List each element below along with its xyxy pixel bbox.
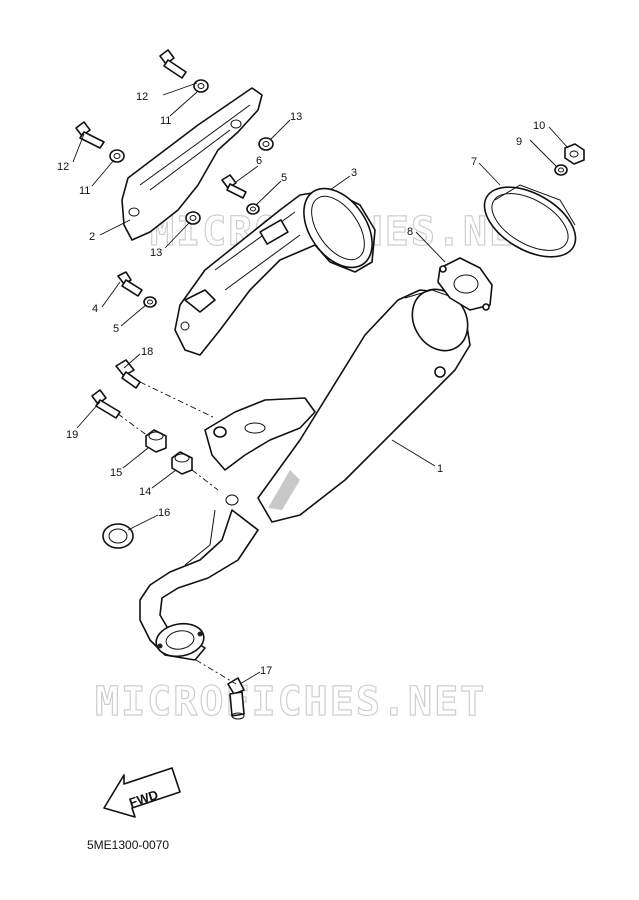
watermark-bottom: MICROFICHES.NET xyxy=(95,679,486,725)
callout-5-upper: 5 xyxy=(281,172,287,184)
washer-13-lower[interactable] xyxy=(185,211,201,225)
callout-3: 3 xyxy=(351,167,357,179)
callout-8: 8 xyxy=(407,226,413,238)
washer-11-lower[interactable] xyxy=(109,149,125,163)
washer-9[interactable] xyxy=(554,164,568,176)
washer-13-upper[interactable] xyxy=(258,137,274,151)
gasket-16[interactable] xyxy=(102,523,134,549)
callout-6: 6 xyxy=(256,155,262,167)
callout-13-lower: 13 xyxy=(150,247,162,259)
callout-5-lower: 5 xyxy=(113,323,119,335)
callout-16: 16 xyxy=(158,507,170,519)
part-7-tail-cap[interactable] xyxy=(473,173,588,271)
callout-17: 17 xyxy=(260,665,272,677)
bolt-6[interactable] xyxy=(221,174,247,199)
callout-4: 4 xyxy=(92,303,98,315)
callout-18: 18 xyxy=(141,346,153,358)
callout-11-lower: 11 xyxy=(79,185,90,197)
part-3-heat-protector[interactable] xyxy=(174,176,386,356)
callout-2: 2 xyxy=(89,231,95,243)
forward-arrow: FWD xyxy=(103,767,181,818)
exhaust-pipe[interactable] xyxy=(139,509,259,661)
callout-14: 14 xyxy=(139,486,151,498)
callout-10: 10 xyxy=(533,120,545,132)
bolt-12-upper[interactable] xyxy=(159,49,187,79)
collar-14[interactable] xyxy=(171,451,193,475)
callout-15: 15 xyxy=(110,467,122,479)
callout-19: 19 xyxy=(66,429,78,441)
callout-11-upper: 11 xyxy=(160,115,171,127)
callout-12-lower: 12 xyxy=(57,161,69,173)
bolt-19[interactable] xyxy=(91,389,121,419)
bolt-12-lower[interactable] xyxy=(75,121,105,149)
assembly-lines xyxy=(117,381,237,685)
callout-1: 1 xyxy=(437,463,443,475)
washer-5-lower[interactable] xyxy=(143,296,157,308)
part-2-heat-protector[interactable] xyxy=(121,87,263,241)
bolt-17[interactable] xyxy=(227,677,245,720)
bolt-18[interactable] xyxy=(115,359,141,389)
diagram-code: 5ME1300-0070 xyxy=(87,838,169,852)
callout-12-upper: 12 xyxy=(136,91,148,103)
callout-13-upper: 13 xyxy=(290,111,302,123)
part-8-gasket[interactable] xyxy=(437,257,493,311)
bolt-4[interactable] xyxy=(117,271,143,297)
collar-15[interactable] xyxy=(145,429,167,453)
callout-9: 9 xyxy=(516,136,522,148)
washer-11-upper[interactable] xyxy=(193,79,209,93)
washer-5-upper[interactable] xyxy=(246,203,260,215)
callout-7: 7 xyxy=(471,156,477,168)
part-1-muffler[interactable] xyxy=(204,279,479,523)
nut-10[interactable] xyxy=(564,143,585,165)
callout-numbers: 12 11 12 11 2 13 13 6 5 3 4 5 8 7 9 10 1… xyxy=(57,91,545,677)
leader-lines xyxy=(72,82,569,685)
